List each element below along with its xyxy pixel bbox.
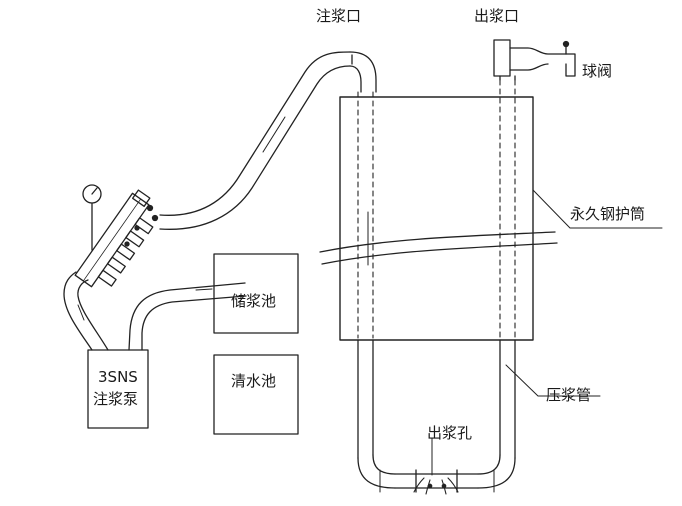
manifold (74, 189, 154, 288)
label-grout-inlet: 注浆口 (316, 7, 362, 25)
pressure-pipe-loop (357, 339, 516, 493)
manifold-taps (124, 204, 159, 247)
crossing-pipe (319, 211, 558, 266)
grout-hole-spray (413, 477, 459, 495)
pressure-gauge (82, 184, 102, 251)
label-water-tank: 清水池 (231, 372, 277, 390)
storage-tank (213, 253, 299, 334)
inlet-pipe (159, 51, 377, 230)
label-steel-casing: 永久钢护筒 (570, 205, 646, 223)
delivery-hose (63, 271, 109, 351)
label-grout-hole: 出浆孔 (427, 424, 473, 442)
grout-pump (87, 349, 149, 429)
label-ball-valve: 球阀 (582, 62, 613, 80)
casing-inner-pipes (357, 79, 516, 339)
label-pump-model: 3SNS (98, 368, 138, 386)
steel-casing (339, 96, 534, 341)
leader-lines (431, 189, 663, 476)
label-storage-tank: 储浆池 (231, 292, 277, 310)
label-grout-outlet: 出浆口 (474, 7, 520, 25)
label-pump-name: 注浆泵 (93, 390, 139, 408)
suction-hose (128, 282, 247, 351)
label-pressure-pipe: 压浆管 (546, 386, 592, 404)
water-tank (213, 354, 299, 435)
outlet-ball-valve (493, 39, 576, 81)
